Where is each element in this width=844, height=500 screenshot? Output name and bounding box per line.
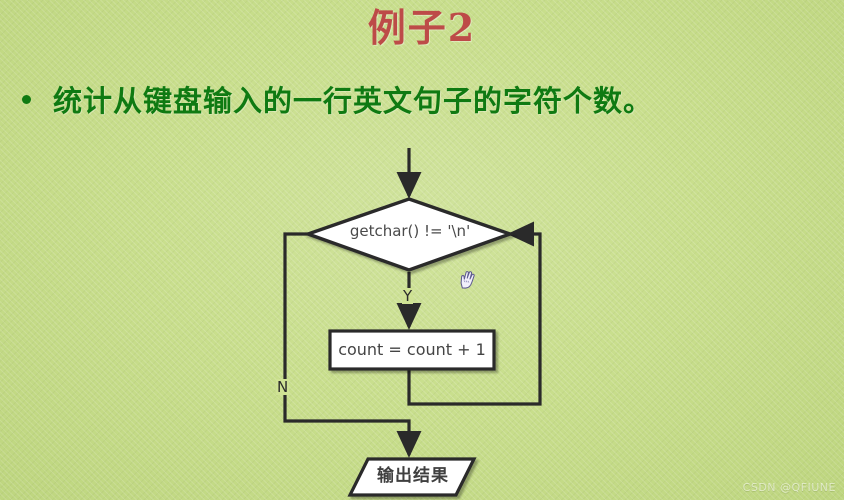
loop-back-path [407,221,542,406]
watermark-label: CSDN @QFIUNE [742,481,836,494]
bullet-list-item: 统计从键盘输入的一行英文句子的字符个数。 [14,78,830,120]
branch-label-no: N [276,378,290,396]
flowchart-node-output[interactable] [347,457,477,497]
flowchart-node-condition[interactable] [302,197,516,272]
page-title: 例子2 [367,5,477,50]
bullet-item-label: 统计从键盘输入的一行英文句子的字符个数。 [53,84,654,118]
flowchart-node-process[interactable] [328,329,496,371]
bullet-point-icon [22,94,31,104]
no-branch-path [283,232,422,458]
branch-label-yes: Y [402,287,414,305]
